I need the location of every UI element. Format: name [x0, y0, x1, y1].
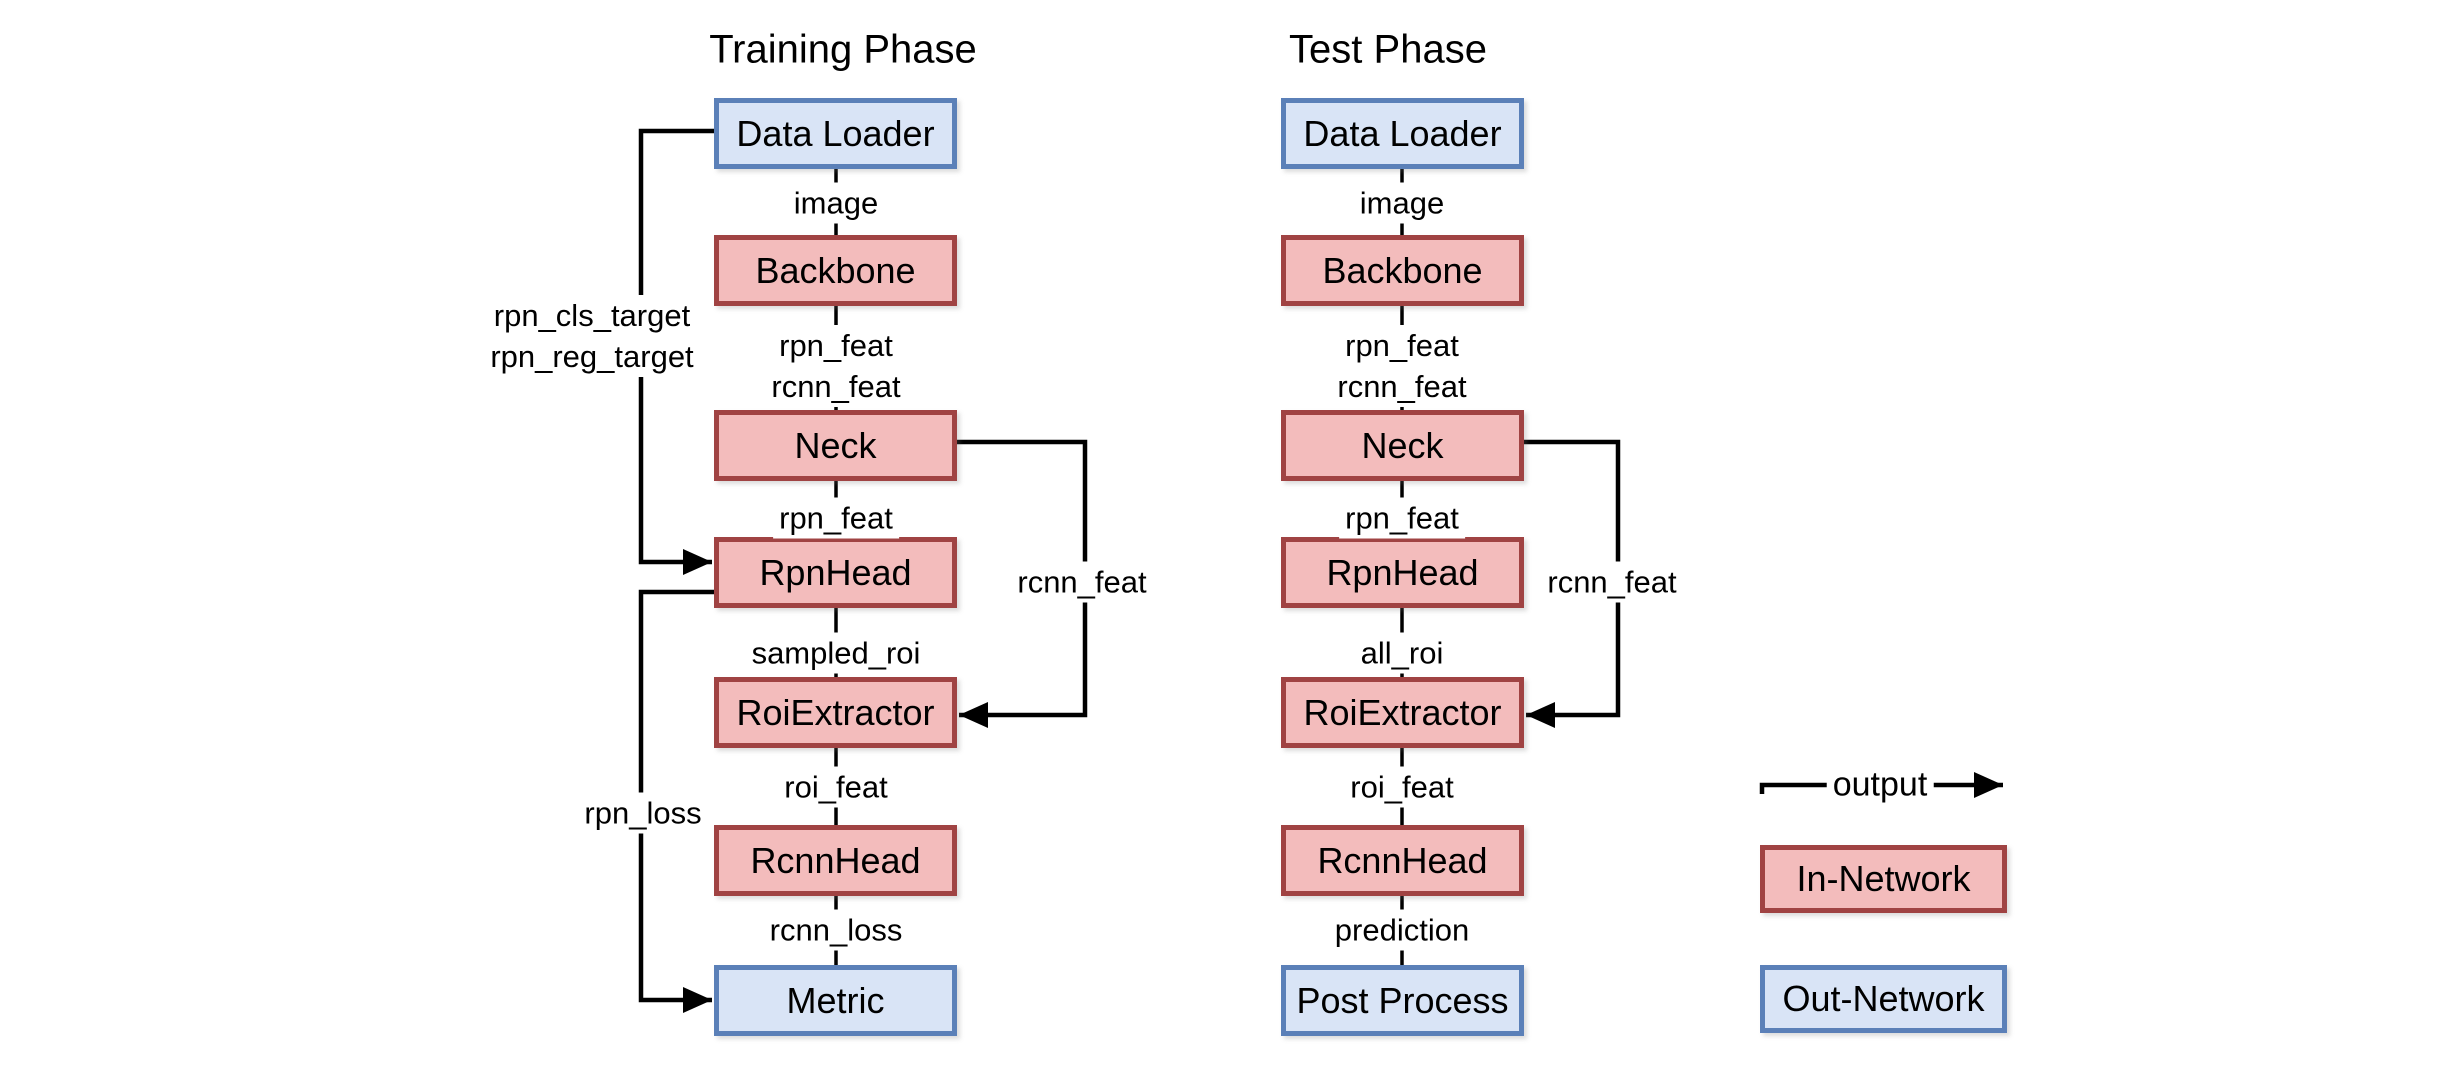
legend-out-network: Out-Network: [1760, 965, 2007, 1033]
training-edge-rpn-cls-target: rpn_cls_target: [493, 298, 691, 333]
test-node-roi-extractor: RoiExtractor: [1281, 677, 1524, 748]
test-edge-rpn-feat-line: rpn_feat: [1345, 328, 1459, 363]
test-edge-all-roi: all_roi: [1354, 632, 1450, 674]
training-edge-rpn-loss: rpn_loss: [578, 792, 708, 834]
training-node-data-loader: Data Loader: [714, 98, 957, 169]
training-node-metric: Metric: [714, 965, 957, 1036]
training-edge-rcnn-feat: rcnn_feat: [1011, 561, 1153, 603]
training-edge-rpn-targets: rpn_cls_target rpn_reg_target: [484, 295, 700, 377]
test-node-backbone: Backbone: [1281, 235, 1524, 306]
test-edge-rpn-rcnn-feat: rpn_feat rcnn_feat: [1331, 325, 1473, 407]
test-edge-rcnn-feat-line: rcnn_feat: [1337, 369, 1467, 404]
training-edge-sampled-roi: sampled_roi: [745, 632, 927, 674]
training-phase-title: Training Phase: [709, 27, 977, 72]
test-node-neck: Neck: [1281, 410, 1524, 481]
test-node-post-process: Post Process: [1281, 965, 1524, 1036]
test-edge-image: image: [1353, 182, 1451, 224]
training-edge-roi-feat: roi_feat: [778, 766, 894, 808]
training-edge-rcnn-loss: rcnn_loss: [763, 909, 909, 951]
training-edge-rpn-rcnn-feat: rpn_feat rcnn_feat: [765, 325, 907, 407]
training-node-backbone: Backbone: [714, 235, 957, 306]
training-edge-image: image: [787, 182, 885, 224]
training-edge-rpn-reg-target: rpn_reg_target: [490, 339, 694, 374]
test-node-rcnn-head: RcnnHead: [1281, 825, 1524, 896]
test-phase-title: Test Phase: [1289, 27, 1487, 72]
training-node-neck: Neck: [714, 410, 957, 481]
test-node-data-loader: Data Loader: [1281, 98, 1524, 169]
legend-output-label: output: [1826, 764, 1934, 806]
training-node-roi-extractor: RoiExtractor: [714, 677, 957, 748]
training-node-rpn-head: RpnHead: [714, 537, 957, 608]
test-edge-rpn-feat: rpn_feat: [1339, 497, 1465, 539]
training-edge-rcnn-feat-line: rcnn_feat: [771, 369, 901, 404]
test-edge-roi-feat: roi_feat: [1344, 766, 1460, 808]
training-node-rcnn-head: RcnnHead: [714, 825, 957, 896]
test-edge-prediction: prediction: [1328, 909, 1476, 951]
test-edge-rcnn-feat: rcnn_feat: [1541, 561, 1683, 603]
legend-in-network: In-Network: [1760, 845, 2007, 913]
training-edge-rpn-feat-line: rpn_feat: [779, 328, 893, 363]
test-node-rpn-head: RpnHead: [1281, 537, 1524, 608]
training-edge-rpn-feat: rpn_feat: [773, 497, 899, 539]
